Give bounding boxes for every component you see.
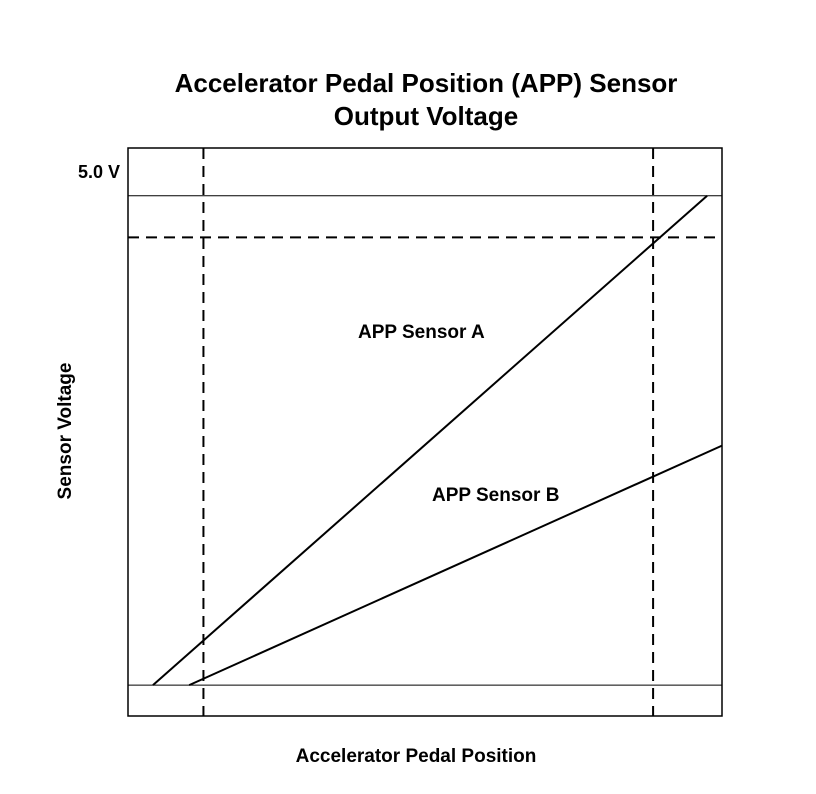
plot-frame — [127, 147, 723, 717]
chart-title-line-1: Accelerator Pedal Position (APP) Sensor — [175, 68, 678, 98]
series-line-app-sensor-a — [152, 194, 708, 686]
series-lines — [152, 194, 723, 687]
y-tick-label-5v: 5.0 V — [78, 162, 120, 182]
series-label-app-sensor-a: APP Sensor A — [358, 322, 485, 343]
reference-lines — [128, 148, 722, 716]
series-label-app-sensor-b: APP Sensor B — [432, 485, 559, 506]
series-line-app-sensor-b — [188, 444, 723, 687]
y-axis-label: Sensor Voltage — [55, 363, 76, 500]
chart-title-line-2: Output Voltage — [334, 101, 518, 131]
x-axis-label: Accelerator Pedal Position — [296, 746, 537, 767]
